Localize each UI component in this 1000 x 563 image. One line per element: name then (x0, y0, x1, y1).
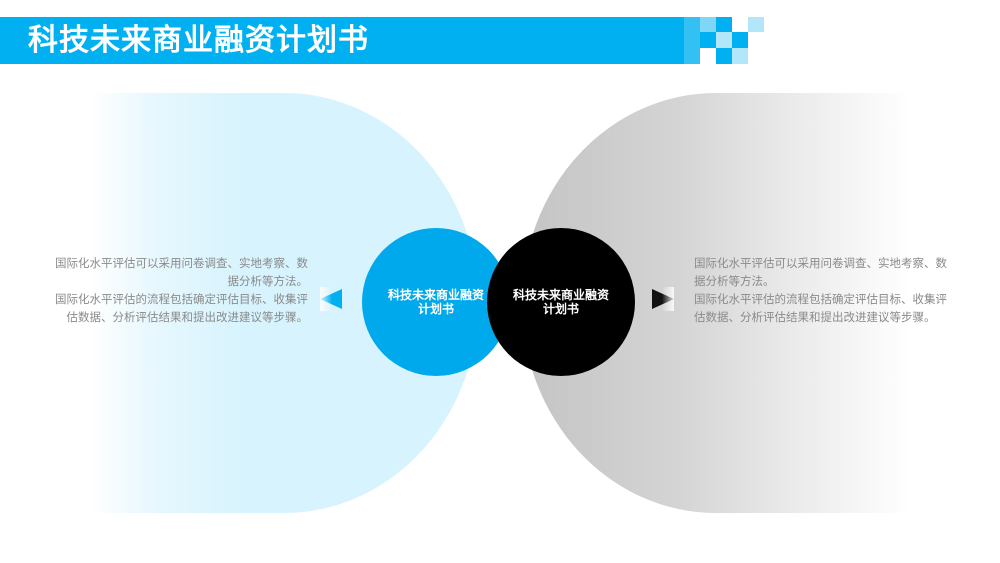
left-circle: 科技未来商业融资计划书 (362, 228, 510, 376)
mosaic-square-7 (716, 48, 732, 64)
right-paragraph-1: 国际化水平评估可以采用问卷调查、实地考察、数据分析等方法。 (694, 256, 947, 288)
triangle-left-icon-fade (320, 287, 332, 311)
left-circle-label: 科技未来商业融资计划书 (388, 288, 485, 316)
left-paragraph-2: 国际化水平评估的流程包括确定评估目标、收集评估数据、分析评估结果和提出改进建议等… (55, 292, 308, 324)
mosaic-square-9 (732, 48, 748, 64)
right-text-block: 国际化水平评估可以采用问卷调查、实地考察、数据分析等方法。 国际化水平评估的流程… (694, 254, 952, 326)
mosaic-square-5 (716, 32, 732, 48)
mosaic-square-4 (700, 32, 716, 48)
mosaic-square-8 (748, 17, 764, 32)
right-circle-label: 科技未来商业融资计划书 (513, 288, 610, 316)
mosaic-square-3 (716, 17, 732, 32)
left-text-block: 国际化水平评估可以采用问卷调查、实地考察、数据分析等方法。 国际化水平评估的流程… (50, 254, 308, 326)
mosaic-square-2 (700, 17, 716, 32)
page-title: 科技未来商业融资计划书 (28, 23, 369, 58)
right-circle: 科技未来商业融资计划书 (487, 228, 635, 376)
right-paragraph-2: 国际化水平评估的流程包括确定评估目标、收集评估数据、分析评估结果和提出改进建议等… (694, 292, 947, 324)
mosaic-square-6 (732, 32, 748, 48)
mosaic-square-1 (684, 17, 700, 64)
triangle-right-icon-fade (662, 287, 674, 311)
title-bar (0, 17, 700, 64)
left-paragraph-1: 国际化水平评估可以采用问卷调查、实地考察、数据分析等方法。 (55, 256, 308, 288)
